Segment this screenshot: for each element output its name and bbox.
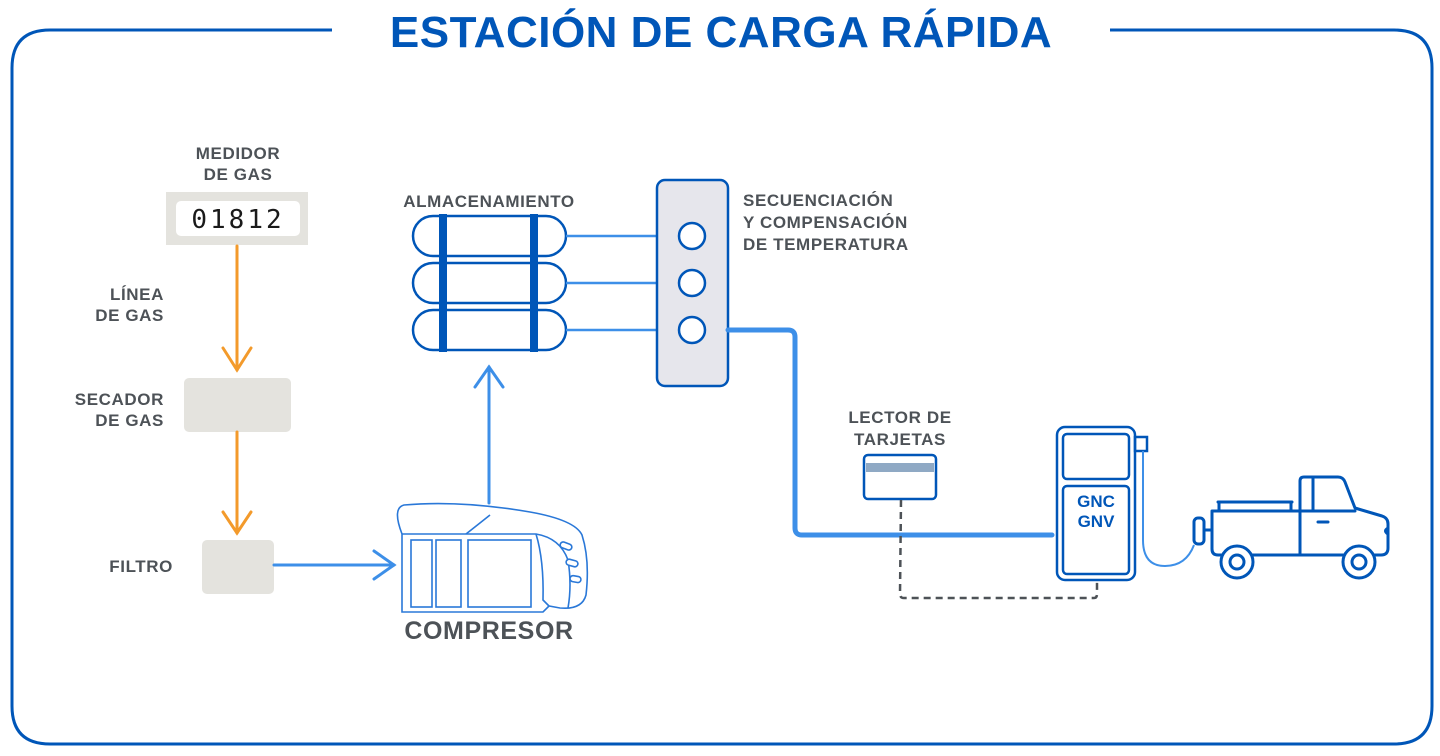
storage-tanks: [411, 214, 568, 352]
card-reader-label-2: TARJETAS: [854, 430, 946, 449]
storage-tank: [411, 261, 568, 305]
storage-tank: [411, 308, 568, 352]
compressor-label: COMPRESOR: [404, 617, 573, 645]
gas-meter-label-1: MEDIDOR: [196, 144, 280, 163]
compressor-icon: [396, 502, 589, 613]
card-reader-label-1: LECTOR DE: [848, 408, 951, 427]
sequencing-label-3: DE TEMPERATURA: [743, 235, 909, 254]
sequencing-label-2: Y COMPENSACIÓN: [743, 213, 908, 232]
filter-label: FILTRO: [109, 557, 173, 576]
gas-line-label-2: DE GAS: [95, 306, 164, 325]
filter-to-compressor-arrow: [272, 549, 397, 581]
fuel-hose: [1142, 451, 1195, 568]
page-title: ESTACIÓN DE CARGA RÁPIDA: [390, 7, 1052, 57]
storage-to-panel-lines: [566, 234, 657, 332]
gas-meter: 01812: [166, 192, 308, 245]
meter-reading: 01812: [191, 205, 284, 235]
gas-meter-label-2: DE GAS: [204, 165, 273, 184]
dispenser-label-2: GNV: [1078, 512, 1116, 531]
compressor-to-storage-arrow: [473, 364, 505, 505]
gas-line-arrow-2: [221, 430, 253, 536]
gas-line-arrow-1: [221, 244, 253, 373]
storage-tank: [411, 214, 568, 258]
card-reader-data-line: [898, 499, 1099, 600]
storage-label: ALMACENAMIENTO: [403, 192, 574, 211]
frame-border: [10, 28, 1434, 746]
filter-box: [202, 540, 274, 594]
sequencing-panel: [655, 178, 730, 388]
gas-line-label-1: LÍNEA: [110, 285, 164, 304]
gas-dryer-label-2: DE GAS: [95, 411, 164, 430]
sequencing-label-1: SECUENCIACIÓN: [743, 191, 893, 210]
pickup-truck-icon: [1192, 475, 1390, 580]
gas-dryer-label-1: SECADOR: [75, 390, 164, 409]
dispenser-label-1: GNC: [1077, 492, 1115, 511]
gas-dryer-box: [184, 378, 291, 432]
dispenser-icon: [1055, 425, 1149, 582]
panel-to-dispenser-line: [725, 327, 1055, 538]
card-reader-icon: [862, 453, 938, 501]
